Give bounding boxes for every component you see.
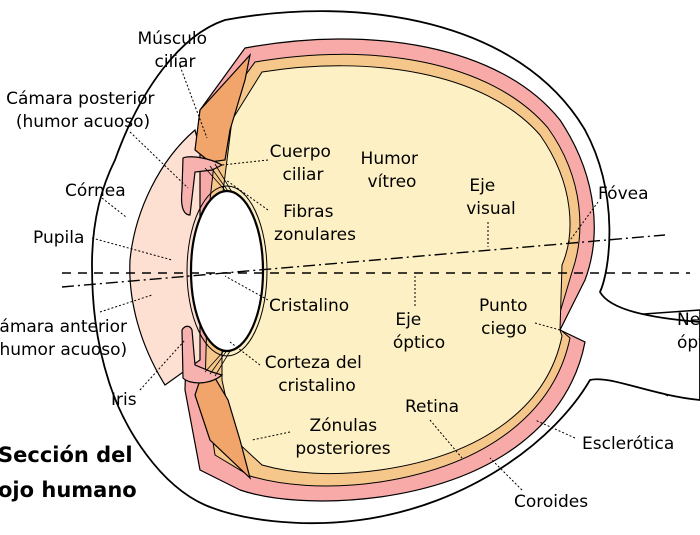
label-humor-vitreo: Humor vítreo: [361, 149, 424, 192]
label-zonulas-posteriores: Zónulas posteriores: [295, 416, 390, 459]
iris-bottom: [181, 325, 224, 384]
label-camara-posterior: Cámara posterior (humor acuoso): [6, 89, 160, 132]
label-fibras-zonulares: Fibras zonulares: [274, 202, 356, 245]
diagram-title: Sección del ojo humano: [0, 443, 140, 502]
lens: [189, 189, 265, 353]
labels: Músculo ciliar Cámara posterior (humor a…: [0, 29, 700, 512]
label-coroides: Coroides: [514, 492, 588, 512]
label-eje-optico: Eje óptico: [393, 310, 445, 353]
ciliary-muscle-bottom: [194, 377, 252, 480]
label-iris: Iris: [111, 390, 137, 410]
label-fovea: Fóvea: [598, 184, 649, 204]
label-punto-ciego: Punto ciego: [479, 296, 533, 339]
label-retina: Retina: [405, 397, 459, 417]
ciliary-muscle-top: [194, 52, 252, 163]
iris-top: [180, 156, 224, 216]
label-musculo-ciliar: Músculo ciliar: [138, 29, 213, 72]
label-camara-anterior: Cámara anterior (humor acuoso): [0, 317, 132, 360]
label-eje-visual: Eje visual: [466, 176, 516, 219]
vitreous-humor: [221, 65, 571, 475]
leader-lines: [91, 65, 599, 491]
lens-capsule: [186, 185, 268, 357]
label-cornea: Córnea: [65, 181, 126, 201]
label-cuerpo-ciliar: Cuerpo ciliar: [270, 142, 337, 185]
label-cristalino: Cristalino: [269, 296, 349, 316]
label-nervio-optico: Nervio óptico: [677, 310, 700, 353]
label-pupila: Pupila: [33, 228, 84, 248]
label-corteza-cristalino: Corteza del cristalino: [265, 353, 368, 396]
visual-axis-line: [61, 234, 666, 288]
label-esclerotica: Esclerótica: [582, 434, 674, 454]
